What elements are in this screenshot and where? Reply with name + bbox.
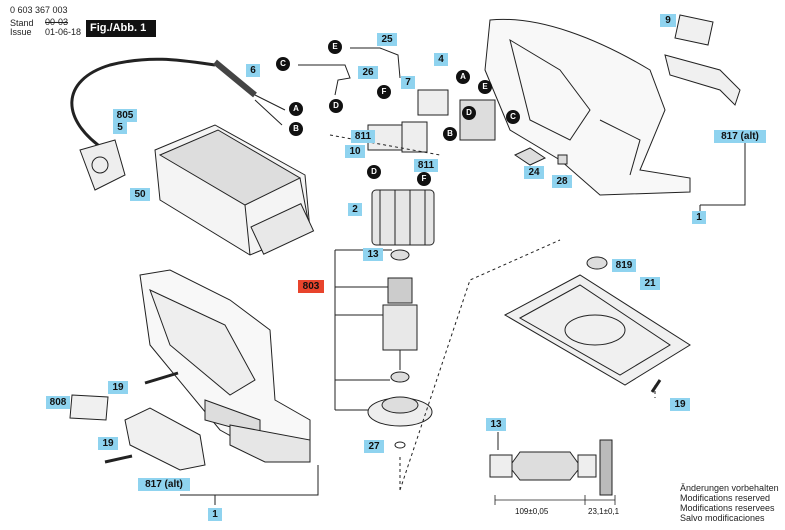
note-es: Salvo modificaciones	[680, 513, 765, 523]
part-label-13-bottom: 13	[486, 418, 506, 431]
stand-label: Stand	[10, 18, 34, 28]
part-label-6: 6	[246, 64, 260, 77]
part-label-9: 9	[660, 14, 676, 27]
note-en: Modifications reserved	[680, 493, 771, 503]
part-label-817-left: 817 (alt)	[138, 478, 190, 491]
part-label-24: 24	[524, 166, 544, 179]
connector-a-switch: A	[456, 70, 470, 84]
part-label-13-top: 13	[363, 248, 383, 261]
note-fr: Modifications reservees	[680, 503, 775, 513]
part-label-19-bottom: 19	[98, 437, 118, 450]
connector-d-wire: D	[329, 99, 343, 113]
connector-f-stator: F	[417, 172, 431, 186]
new-date: 01-06-18	[45, 27, 82, 37]
connector-b-switch: B	[443, 127, 457, 141]
armature	[382, 304, 418, 351]
part-label-7: 7	[401, 76, 415, 89]
connector-c-housing: C	[506, 110, 520, 124]
stator	[371, 189, 435, 246]
part-label-27: 27	[364, 440, 384, 453]
connector-c-wire: C	[276, 57, 290, 71]
connector-e-switch: E	[478, 80, 492, 94]
part-label-811-bottom: 811	[414, 159, 438, 172]
part-label-10: 10	[345, 145, 365, 158]
part-label-19-right: 19	[670, 398, 690, 411]
part-label-50: 50	[130, 188, 150, 201]
figure-title: Fig./Abb. 1	[86, 20, 156, 37]
sanding-plate	[503, 274, 691, 386]
part-label-1-bottom: 1	[208, 508, 222, 521]
connector-b-cable: B	[289, 122, 303, 136]
part-label-805: 805	[113, 109, 137, 122]
part-label-19-left: 19	[108, 381, 128, 394]
issue-label: Issue	[10, 27, 32, 37]
connector-d-switch: D	[462, 106, 476, 120]
part-label-1-right: 1	[692, 211, 706, 224]
part-label-25: 25	[377, 33, 397, 46]
part-label-803: 803	[298, 280, 324, 293]
power-plug	[79, 139, 126, 191]
dimension-length: 109±0,05	[515, 507, 549, 516]
part-label-819: 819	[612, 259, 636, 272]
spare-armature	[511, 451, 579, 481]
part-label-26: 26	[358, 66, 378, 79]
part-label-4: 4	[434, 53, 448, 66]
part-label-28: 28	[552, 175, 572, 188]
old-date: 00-03	[45, 17, 69, 27]
connector-d-stator: D	[367, 165, 381, 179]
connector-a-cable: A	[289, 102, 303, 116]
part-label-811-top: 811	[351, 130, 375, 143]
note-de: Änderungen vorbehalten	[680, 483, 779, 493]
part-label-21: 21	[640, 277, 660, 290]
connector-e-wire: E	[328, 40, 342, 54]
dimension-fan: 23,1±0,1	[588, 507, 620, 516]
part-label-5: 5	[113, 121, 127, 134]
connector-f-wire: F	[377, 85, 391, 99]
part-label-817-right: 817 (alt)	[714, 130, 766, 143]
power-cable	[70, 57, 216, 152]
part-number: 0 603 367 003	[10, 5, 68, 15]
part-label-808: 808	[46, 396, 70, 409]
part-label-2: 2	[348, 203, 362, 216]
